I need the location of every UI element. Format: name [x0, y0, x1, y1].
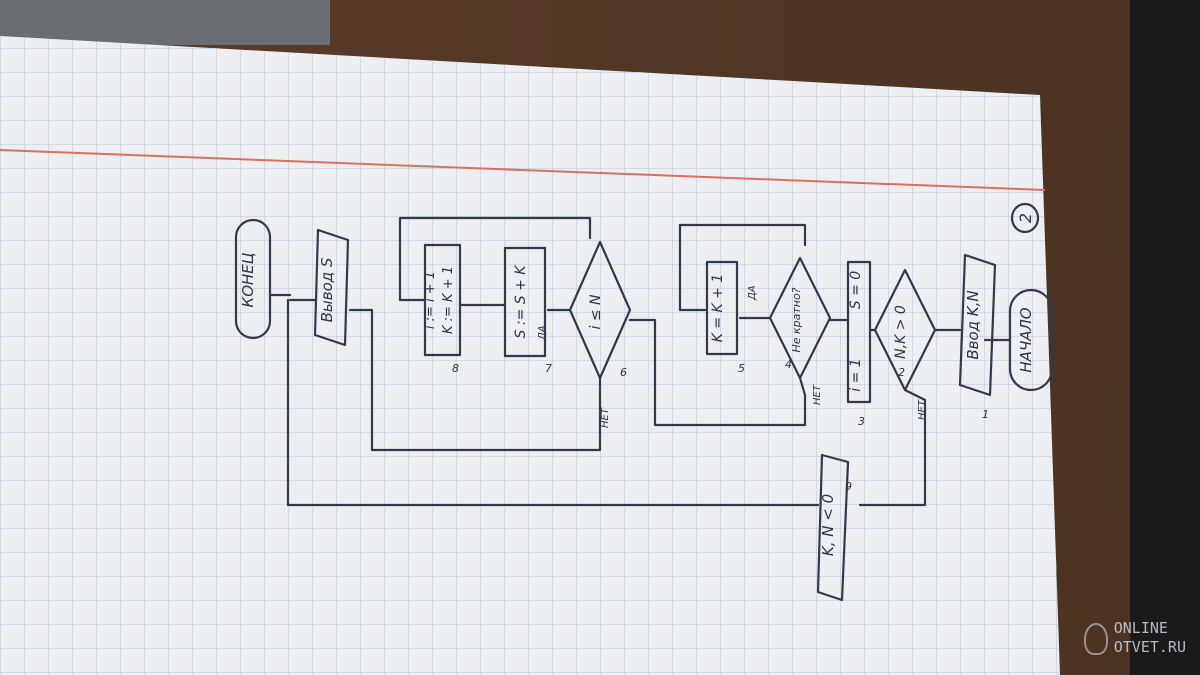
end-terminal: КОНЕЦ [234, 218, 272, 340]
init-block: S = 0 i = 1 3 [846, 260, 872, 428]
init-i-text: i = 1 [848, 358, 864, 391]
margin-line [0, 149, 1046, 191]
start-label: НАЧАЛО [1017, 307, 1035, 372]
input-block: Ввод K,N 1 [958, 253, 997, 421]
watermark-line1: ONLINE [1113, 619, 1168, 637]
step-number: 3 [858, 415, 865, 428]
decision-loop-text: i ≤ N [588, 294, 604, 330]
step-number: 5 [738, 362, 745, 375]
decision-multiple: Не кратно? 4 ДА НЕТ [747, 256, 832, 405]
connector [348, 308, 602, 452]
branch-no-label: НЕТ [600, 407, 611, 428]
branch-no-label: НЕТ [812, 384, 823, 405]
step-number: 1 [982, 408, 989, 421]
update-k-text: K := K + 1 [441, 266, 456, 334]
step-number: 4 [785, 358, 792, 371]
init-s-text: S = 0 [848, 271, 864, 310]
watermark-line2: OTVET.RU [1113, 638, 1186, 656]
output-error-block: K, N < 0 9 [816, 453, 852, 602]
lightbulb-icon [1083, 623, 1108, 655]
cloth-background [0, 0, 330, 45]
step-number: 6 [620, 366, 627, 379]
laptop-edge [1130, 0, 1200, 675]
output-error-text: K, N < 0 [819, 494, 837, 556]
branch-no-label: НЕТ [917, 399, 928, 420]
page-number-badge: 2 [1010, 202, 1040, 234]
branch-yes-label: ДА [747, 285, 758, 301]
connector [286, 298, 820, 507]
loop-connector [398, 216, 592, 302]
loop-connector [678, 223, 807, 312]
watermark: ONLINE OTVET.RU [1083, 619, 1186, 657]
inc-k-text: K = K + 1 [710, 274, 726, 343]
branch-yes-label: ДА [537, 325, 548, 341]
update-i-text: i := i + 1 [423, 271, 438, 329]
output-text: Вывод S [318, 257, 336, 322]
connector [858, 388, 927, 507]
step-number: 2 [898, 366, 905, 379]
step-number: 9 [845, 480, 852, 493]
sum-block: S := S + K 7 [503, 246, 552, 375]
connector [628, 318, 807, 427]
step-number: 8 [452, 362, 459, 375]
decision-loop: i ≤ N 6 ДА НЕТ [537, 240, 632, 428]
end-label: КОНЕЦ [239, 252, 257, 307]
input-text: Ввод K,N [964, 290, 982, 359]
step-number: 7 [545, 362, 552, 375]
update-block: K := K + 1 i := i + 1 8 [423, 243, 462, 375]
flowchart: 2 НАЧАЛО Ввод K,N 1 N,K > 0 2 НЕТ S = 0 [234, 202, 1054, 602]
decision-main-text: N,K > 0 [893, 305, 909, 359]
decision-multiple-text: Не кратно? [790, 287, 803, 352]
inc-k-block: K = K + 1 5 [705, 260, 745, 375]
sum-text: S := S + K [513, 264, 529, 339]
page-number: 2 [1016, 213, 1035, 223]
